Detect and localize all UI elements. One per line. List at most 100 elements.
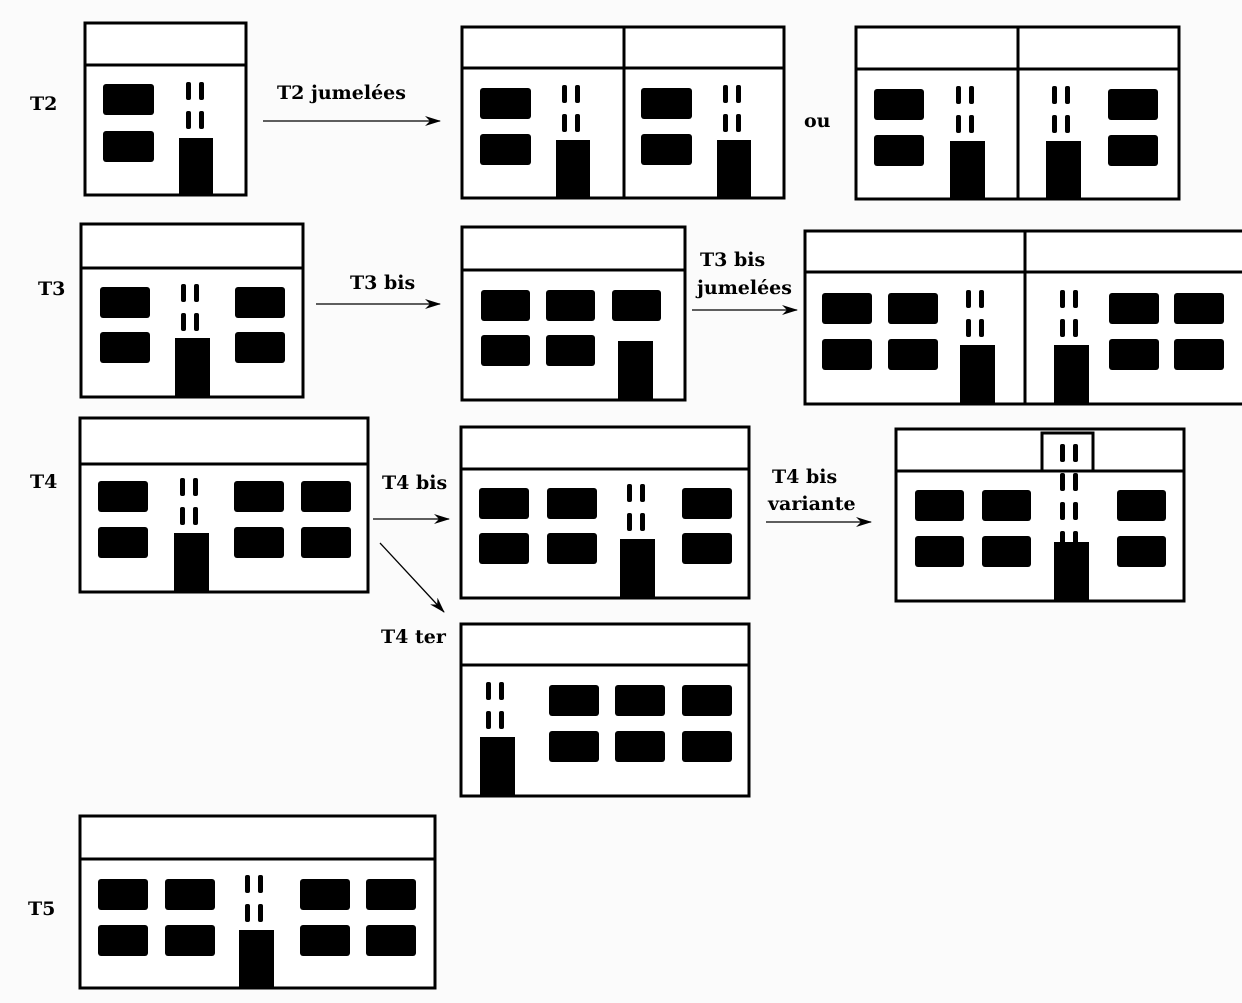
window xyxy=(641,134,692,165)
stair-window-slit xyxy=(193,507,198,525)
label-t3-bis: T3 bis xyxy=(350,272,415,294)
window xyxy=(300,879,350,910)
stair-window-slit xyxy=(486,711,491,729)
window xyxy=(547,488,597,519)
stair-window-slit xyxy=(966,290,971,308)
window xyxy=(98,481,148,512)
door xyxy=(174,533,209,592)
stair-window-slit xyxy=(181,284,186,302)
stair-window-slit xyxy=(723,114,728,132)
door xyxy=(179,138,213,195)
stair-window-slit xyxy=(627,513,632,531)
stair-window-slit xyxy=(1060,444,1065,462)
window xyxy=(822,293,872,324)
stair-window-slit xyxy=(258,875,263,893)
window xyxy=(615,685,665,716)
window xyxy=(98,527,148,558)
stair-window-slit xyxy=(486,682,491,700)
door xyxy=(620,539,655,598)
door xyxy=(1046,141,1081,199)
stair-window-slit xyxy=(969,86,974,104)
label-t3-bis-jumelees-line2: jumelées xyxy=(695,277,792,299)
label-ou: ou xyxy=(804,110,831,132)
stair-window-slit xyxy=(181,313,186,331)
door xyxy=(717,140,751,198)
window xyxy=(682,685,732,716)
stair-window-slit xyxy=(575,85,580,103)
window xyxy=(366,879,416,910)
stair-window-slit xyxy=(1073,473,1078,491)
label-t4-bis: T4 bis xyxy=(382,472,447,494)
row-label-t4: T4 xyxy=(30,471,57,493)
window xyxy=(641,88,692,119)
stair-window-slit xyxy=(199,111,204,129)
window xyxy=(165,925,215,956)
house-t2-jumelees-b xyxy=(856,27,1179,199)
stair-window-slit xyxy=(979,290,984,308)
house-t4-bis xyxy=(461,427,749,598)
window xyxy=(915,490,964,521)
window xyxy=(1108,135,1158,166)
door xyxy=(239,930,274,988)
window xyxy=(301,481,351,512)
stair-window-slit xyxy=(1052,115,1057,133)
arrow-t4-ter xyxy=(380,543,444,612)
label-t2-jumelees: T2 jumelées xyxy=(277,82,406,104)
stair-window-slit xyxy=(966,319,971,337)
window xyxy=(888,293,938,324)
stair-window-slit xyxy=(1073,502,1078,520)
house-t5 xyxy=(80,816,435,988)
door xyxy=(950,141,985,199)
window xyxy=(822,339,872,370)
house-t4 xyxy=(80,418,368,592)
row-label-t2: T2 xyxy=(30,93,57,115)
door xyxy=(556,140,590,198)
window xyxy=(481,290,530,321)
window xyxy=(300,925,350,956)
window xyxy=(480,134,531,165)
window xyxy=(915,536,964,567)
stair-window-slit xyxy=(640,513,645,531)
label-t4-bis-variante-line2: variante xyxy=(767,493,856,515)
stair-window-slit xyxy=(194,284,199,302)
door xyxy=(618,341,653,400)
house-t2 xyxy=(85,23,246,195)
window xyxy=(234,481,284,512)
stair-window-slit xyxy=(979,319,984,337)
row-label-t3: T3 xyxy=(38,278,65,300)
window xyxy=(612,290,661,321)
stair-window-slit xyxy=(186,111,191,129)
window xyxy=(479,488,529,519)
stair-window-slit xyxy=(245,904,250,922)
house-t3-bis-jumelees xyxy=(805,231,1242,404)
house-t3 xyxy=(81,224,303,397)
stair-window-slit xyxy=(1060,290,1065,308)
stair-window-slit xyxy=(1073,444,1078,462)
window xyxy=(682,731,732,762)
houses-layer xyxy=(80,23,1242,988)
door xyxy=(480,737,515,796)
label-t3-bis-jumelees-line1: T3 bis xyxy=(700,249,765,271)
stair-window-slit xyxy=(180,478,185,496)
window xyxy=(874,135,924,166)
window xyxy=(874,89,924,120)
window xyxy=(982,490,1031,521)
window xyxy=(546,290,595,321)
stair-window-slit xyxy=(245,875,250,893)
stair-window-slit xyxy=(640,484,645,502)
stair-window-slit xyxy=(1073,319,1078,337)
stair-window-slit xyxy=(180,507,185,525)
window xyxy=(103,131,154,162)
window xyxy=(103,84,154,115)
window xyxy=(481,335,530,366)
house-t3-bis xyxy=(462,227,685,400)
window xyxy=(888,339,938,370)
stair-window-slit xyxy=(258,904,263,922)
window xyxy=(100,332,150,363)
stair-window-slit xyxy=(186,82,191,100)
door xyxy=(960,345,995,404)
window xyxy=(549,685,599,716)
stair-window-slit xyxy=(736,114,741,132)
house-t2-jumelees-a xyxy=(462,27,784,198)
